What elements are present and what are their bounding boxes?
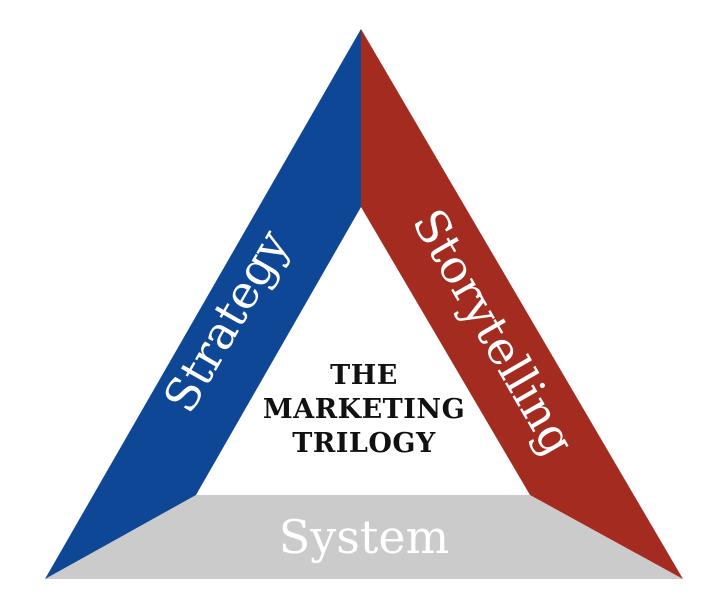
center-title-line3: TRILOGY xyxy=(292,428,436,459)
storytelling-side xyxy=(361,29,683,579)
system-side xyxy=(45,495,683,579)
system-label: System xyxy=(279,510,449,564)
strategy-side xyxy=(45,29,361,579)
center-title-line2: MARKETING xyxy=(263,394,465,425)
center-title-line1: THE xyxy=(330,360,398,391)
